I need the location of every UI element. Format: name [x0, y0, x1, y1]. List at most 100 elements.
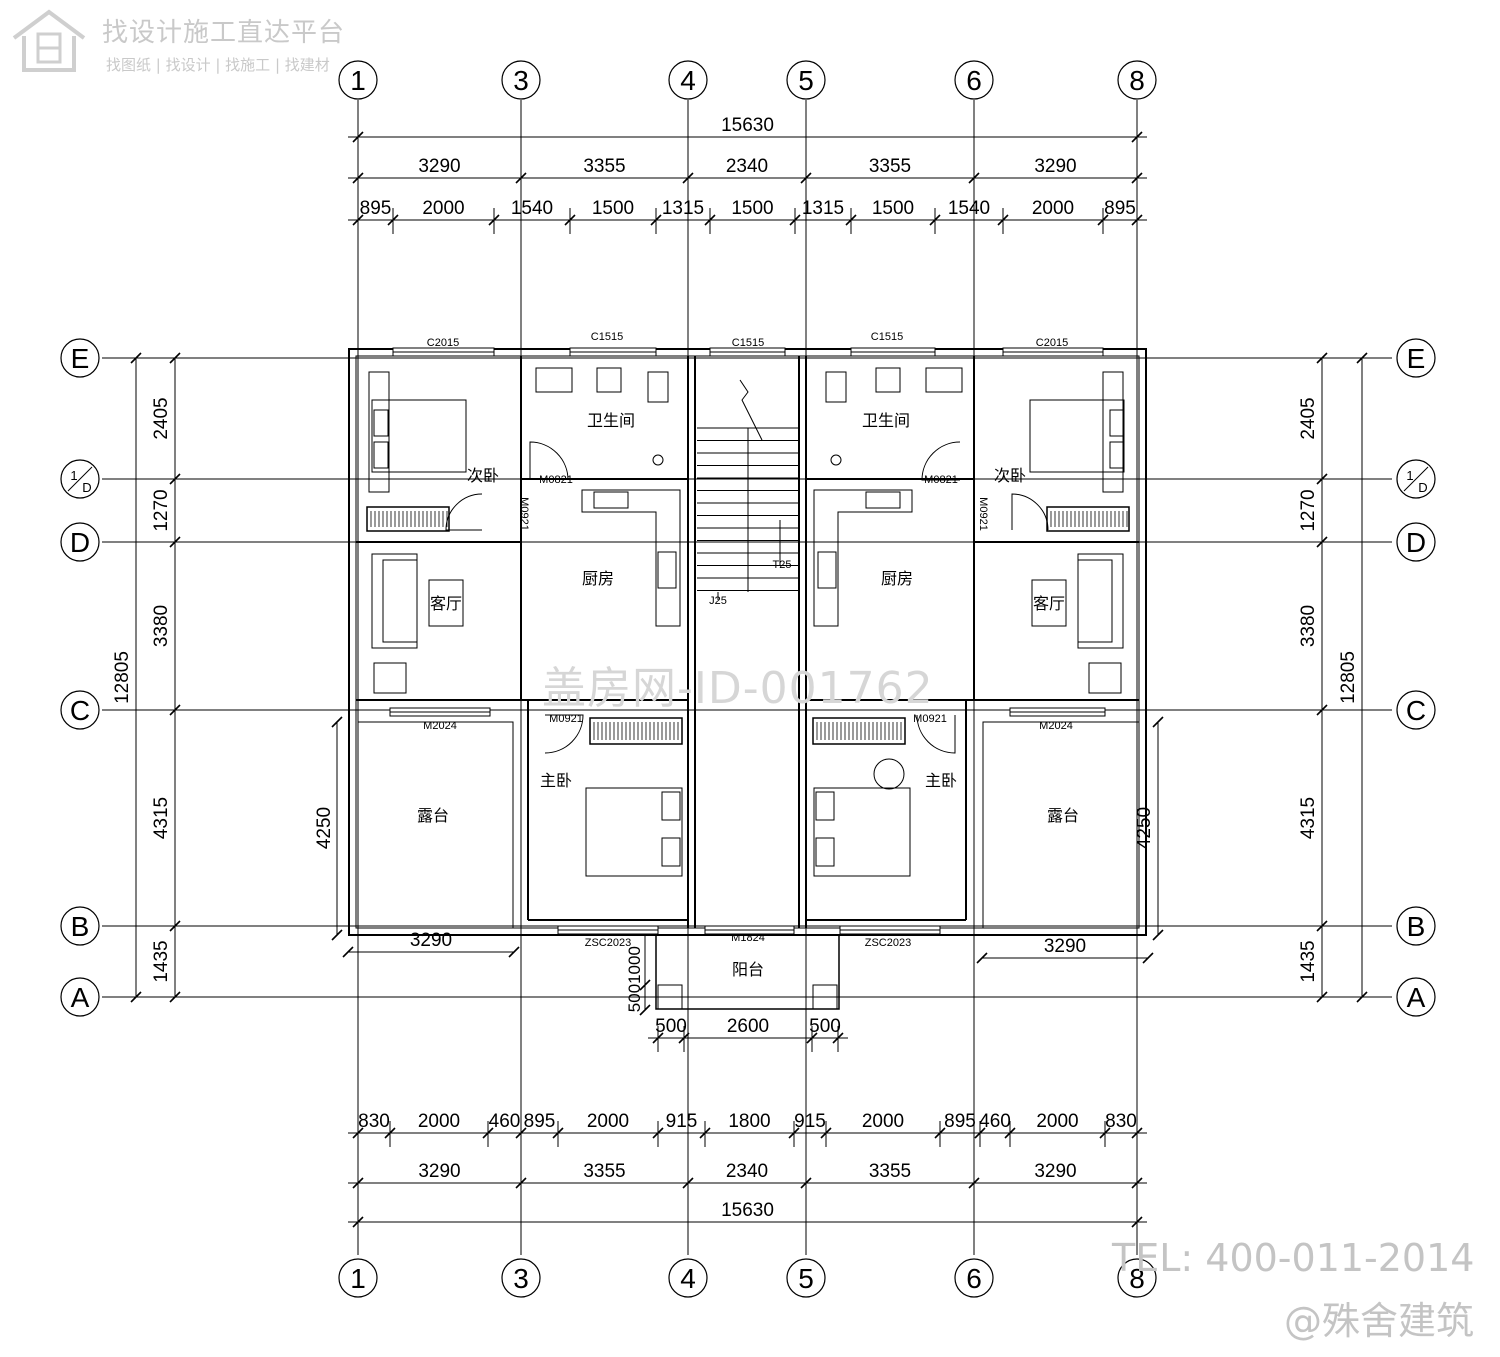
dim-bot-detail-value-4: 2000: [587, 1111, 629, 1132]
axis-bubble-bottom-1-label: 1: [350, 1263, 366, 1294]
dim-bot-detail-value-9: 895: [944, 1111, 976, 1132]
dim-left-total-tick-0: [130, 352, 142, 364]
axis-bubble-top-8-circle: [1117, 60, 1157, 100]
dim-right-detail-value-3: 4315: [1298, 797, 1319, 839]
axis-bubble-top-8-label: 8: [1129, 65, 1145, 96]
dim-top-detail-value-4: 1315: [662, 198, 704, 219]
label-window-c2015-left: C2015: [427, 337, 459, 349]
house-logo-icon: [12, 9, 86, 72]
dim-top-total-tick-1: [1131, 131, 1143, 143]
walls: [348, 347, 1147, 1010]
dim-top-detail-tick-3: [564, 214, 576, 226]
dim-bot-detail-value-3: 895: [524, 1111, 556, 1132]
room-second-bedroom-right: 次卧: [994, 467, 1026, 485]
dim-terrace-right-tick-2: [1152, 929, 1164, 941]
dim-left-detail-tick-2: [169, 536, 181, 548]
dim-top-detail-tick-9: [997, 214, 1009, 226]
dim-bot-mid-value-0: 3290: [418, 1161, 460, 1182]
dim-terrace-right-depth-value: 4250: [1134, 807, 1155, 849]
dim-top-detail-value-10: 895: [1104, 198, 1136, 219]
dim-balcony-tick-1: [678, 1032, 690, 1044]
dim-right-detail-tick-1: [1316, 473, 1328, 485]
dim-top-mid-value-2: 2340: [726, 156, 768, 177]
axis-bubble-top-6-circle: [954, 60, 994, 100]
dim-top-mid-value-3: 3355: [869, 156, 911, 177]
dim-terrace-right-tick-1: [1152, 716, 1164, 728]
room-living-right: 客厅: [1033, 595, 1065, 613]
axis-bubble-left-1-D-den: D: [82, 480, 91, 495]
nightstand-right-top: [1102, 371, 1124, 493]
dim-bot-mid-tick-2: [682, 1177, 694, 1189]
dim-top-mid-value-0: 3290: [418, 156, 460, 177]
axis-bubble-left-E-circle: [60, 338, 100, 378]
dim-top-detail-tick-5: [704, 214, 716, 226]
bed-second-left-pillow-1: [373, 409, 389, 437]
label-window-c2015-right: C2015: [1036, 337, 1068, 349]
dim-bot-detail-value-11: 2000: [1036, 1111, 1078, 1132]
label-door-m0921-master-right: M0921: [913, 713, 947, 725]
dim-right-detail-tick-4: [1316, 920, 1328, 932]
kitchen-sink-left: [593, 491, 629, 509]
dim-bot-detail-value-1: 2000: [418, 1111, 460, 1132]
axis-bubble-bottom-3-label: 3: [513, 1263, 529, 1294]
dim-top-detail-tick-6: [789, 214, 801, 226]
dim-top-detail-tick-2: [488, 214, 500, 226]
logo-title: 找设计施工直达平台: [102, 18, 346, 48]
dim-right-detail-value-1: 1270: [1298, 489, 1319, 531]
stair-break-line: [739, 379, 763, 441]
round-table-master-right: [873, 758, 905, 790]
axis-bubble-right-B-label: B: [1407, 911, 1426, 942]
wardrobe-second-left: [366, 506, 450, 532]
dim-bot-detail-tick-0: [352, 1127, 364, 1139]
dim-right-detail-value-0: 2405: [1298, 397, 1319, 439]
axis-bubble-right-A-label: A: [1407, 982, 1426, 1013]
room-kitchen-left: 厨房: [582, 570, 614, 588]
door-m0921-right: [1011, 493, 1049, 531]
room-terrace-left: 露台: [417, 807, 449, 825]
axis-bubble-left-C-circle: [60, 690, 100, 730]
dim-top-detail-tick-7: [845, 214, 857, 226]
dim-top-detail-tick-10: [1097, 214, 1109, 226]
axis-bubble-right-D-label: D: [1406, 527, 1426, 558]
dim-balcony-side-tick-2: [639, 1004, 651, 1016]
dim-bot-detail-value-2: 460: [489, 1111, 521, 1132]
axis-bubble-bottom-1-circle: [338, 1258, 378, 1298]
axis-bubble-left-B-label: B: [71, 911, 90, 942]
dim-left-detail-tick-3: [169, 704, 181, 716]
dim-top-mid-tick-1: [515, 172, 527, 184]
table-living-left: [428, 579, 464, 627]
bed-second-right-pillow-1: [1109, 409, 1125, 437]
label-window-c1515-stair: C1515: [732, 337, 764, 349]
dim-terrace-left-width-value: 3290: [410, 930, 452, 951]
dim-balcony-side-value-0: 500: [625, 984, 644, 1012]
bed-master-right-pillow-2: [815, 837, 835, 867]
label-window-c1515-left: C1515: [591, 331, 623, 343]
logo-subtitle: 找图纸 | 找设计 | 找施工 | 找建材: [106, 56, 330, 74]
room-master-bedroom-right: 主卧: [925, 772, 957, 790]
dim-top-detail-tick-8: [929, 214, 941, 226]
axis-bubble-bottom-8-circle: [1117, 1258, 1157, 1298]
sofa-living-right: [1077, 553, 1124, 649]
dim-terrace-left-tick-1: [331, 716, 343, 728]
axis-bubble-right-B-circle: [1396, 906, 1436, 946]
logo: 找设计施工直达平台 找图纸 | 找设计 | 找施工 | 找建材: [10, 8, 410, 78]
dim-balcony-value-2: 500: [809, 1016, 841, 1037]
tv-cabinet-right: [1088, 662, 1122, 694]
dim-bot-mid-tick-5: [1131, 1177, 1143, 1189]
dim-bot-detail-value-10: 460: [979, 1111, 1011, 1132]
dim-bot-detail-tick-2: [482, 1127, 494, 1139]
dim-right-total-tick-1: [1356, 991, 1368, 1003]
bed-master-left: [585, 787, 683, 877]
dim-bot-mid-tick-4: [968, 1177, 980, 1189]
axis-bubble-top-3-circle: [501, 60, 541, 100]
dim-right-detail-value-2: 3380: [1298, 605, 1319, 647]
axis-bubble-right-C-circle: [1396, 690, 1436, 730]
sofa-living-left-seat: [382, 559, 418, 643]
wardrobe-second-right: [1046, 506, 1130, 532]
dim-bot-mid-value-4: 3290: [1034, 1161, 1076, 1182]
dim-balcony-tick-0: [652, 1032, 664, 1044]
bed-master-left-pillow-2: [661, 837, 681, 867]
dim-top-detail-tick-0: [352, 214, 364, 226]
